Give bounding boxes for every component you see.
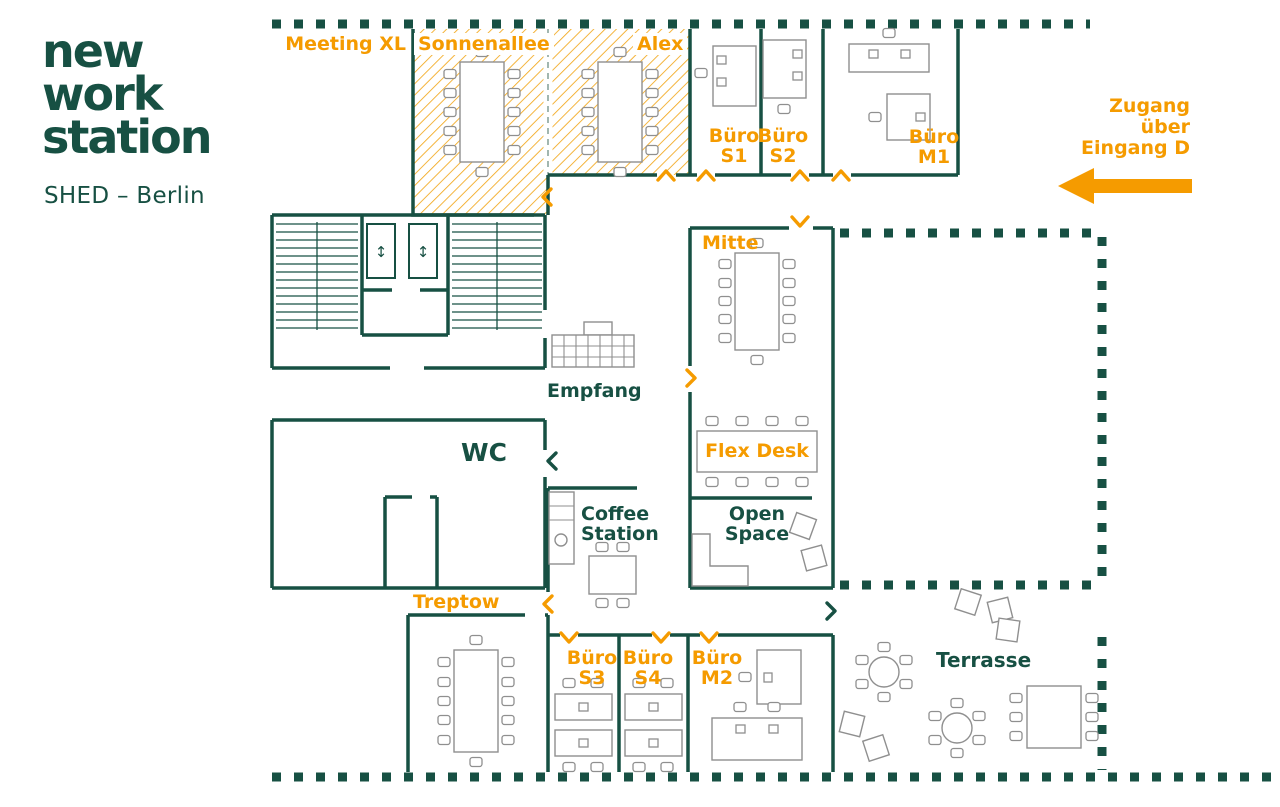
room-label-buero-s3: Büro S3	[566, 647, 618, 689]
terrasse-round-table-a	[855, 641, 913, 703]
desk-buero-m2-b	[711, 701, 803, 761]
elevator-arrows-icon: ↕	[417, 243, 430, 261]
walls-stairs-block	[270, 213, 547, 370]
terrasse-rect-table	[1009, 685, 1099, 749]
door-chevron-up-icon	[790, 169, 810, 182]
door-chevron-right-icon	[685, 368, 697, 388]
open-space-couch	[691, 533, 749, 587]
elevator-cab	[408, 223, 438, 279]
door-chevron-up-icon	[831, 169, 851, 182]
room-label-treptow: Treptow	[413, 591, 500, 613]
logo-line-3: station	[42, 110, 213, 164]
reception-desk	[551, 321, 635, 368]
access-note: Zugang über Eingang D	[1081, 95, 1190, 159]
elevator-arrows-icon: ↕	[375, 243, 388, 261]
vacant-room-border	[840, 228, 1107, 590]
brand-logo: new work station	[42, 24, 213, 164]
room-label-mitte: Mitte	[702, 232, 759, 254]
walls-mitte-column	[688, 226, 835, 590]
table-sonnenallee	[443, 46, 521, 178]
door-chevron-right-icon	[825, 601, 837, 621]
door-chevron-up-icon	[696, 169, 716, 182]
room-label-buero-s4: Büro S4	[622, 647, 674, 689]
entrance-arrow-icon	[1058, 168, 1192, 204]
room-label-sonnenallee: Sonnenallee	[414, 33, 554, 55]
room-label-coffee-station: Coffee Station	[581, 503, 659, 545]
desk-buero-s2	[762, 39, 807, 115]
coffee-table	[588, 541, 637, 609]
terrasse-loungers	[838, 587, 1021, 763]
door-chevron-down-icon	[651, 631, 671, 644]
desk-buero-m2-a	[738, 649, 802, 705]
stairs-right	[452, 222, 542, 330]
room-label-wc: WC	[461, 438, 507, 467]
walls-wc-block	[270, 418, 547, 590]
elevators: ↕ ↕	[366, 223, 438, 279]
door-chevron-up-icon	[656, 169, 676, 182]
stairs-left	[276, 222, 358, 330]
logo-line-1: new	[42, 24, 144, 78]
brand-subtitle: SHED – Berlin	[44, 183, 205, 209]
table-mitte	[718, 237, 796, 366]
elevator-cab	[366, 223, 396, 279]
desk-buero-s3	[554, 677, 613, 773]
room-label-buero-s1: Büro S1	[708, 125, 760, 167]
door-chevron-left-icon	[546, 451, 558, 471]
door-chevron-left-icon	[542, 594, 554, 614]
door-markers-green	[546, 451, 837, 621]
walls-offices-top	[688, 29, 960, 177]
desk-buero-s4	[624, 677, 683, 773]
room-label-buero-s2: Büro S2	[757, 125, 809, 167]
lounge-chair	[788, 511, 818, 541]
room-label-alex: Alex	[633, 33, 688, 55]
door-chevron-left-icon	[541, 187, 553, 207]
door-chevron-down-icon	[559, 631, 579, 644]
desk-buero-s1	[694, 45, 757, 107]
room-label-buero-m1: Büro M1	[908, 126, 960, 168]
door-markers-orange	[541, 169, 851, 644]
terrasse-round-table-b	[928, 697, 986, 759]
walls-bottom-rooms	[406, 613, 835, 772]
walls-coffee-station	[546, 486, 637, 592]
logo-line-2: work	[42, 67, 163, 121]
coffee-counter	[548, 491, 575, 565]
table-alex	[581, 46, 659, 178]
door-chevron-down-icon	[699, 631, 719, 644]
room-label-terrasse: Terrasse	[936, 648, 1032, 672]
desk-buero-m1-b	[868, 93, 931, 141]
desk-buero-m1-a	[848, 27, 930, 73]
room-label-meeting-xl: Meeting XL	[285, 33, 406, 55]
room-label-open-space: Open Space	[724, 503, 790, 545]
lounge-chair	[800, 544, 828, 572]
room-label-buero-m2: Büro M2	[691, 647, 743, 689]
room-label-flex-desk: Flex Desk	[705, 440, 809, 462]
room-label-empfang: Empfang	[547, 380, 642, 402]
door-chevron-down-icon	[790, 215, 810, 228]
table-treptow	[437, 634, 515, 768]
table-flex-desk	[696, 415, 818, 488]
